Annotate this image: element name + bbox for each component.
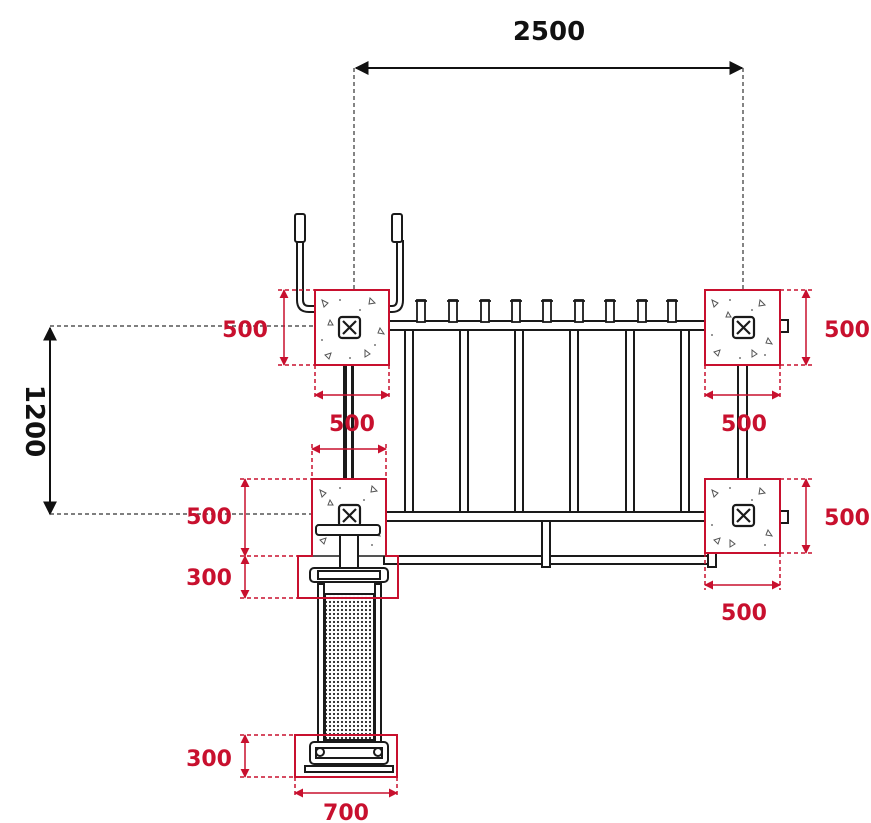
post-caps	[337, 315, 756, 528]
red-dimension-labels: 500 500 500 500 300 500 500 500 500 300 …	[186, 318, 870, 823]
overall-width-dimension: 2500	[353, 17, 744, 322]
red-dimension-lines	[240, 289, 812, 798]
bench-base-height-label: 300	[186, 566, 232, 591]
rack-bars	[404, 329, 690, 513]
overall-width-label: 2500	[513, 17, 585, 47]
left-post-line	[345, 365, 353, 479]
post-cap-top-left	[337, 315, 362, 340]
bottom-right-footing-height-label: 500	[824, 506, 870, 531]
top-right-footing-height-label: 500	[824, 318, 870, 343]
post-cap-top-right	[731, 315, 756, 340]
overall-depth-label: 1200	[19, 385, 49, 457]
post-cap-mid-left	[337, 503, 362, 528]
mid-left-footing-height-label: 500	[186, 505, 232, 530]
bench-end-height-label: 300	[186, 747, 232, 772]
top-left-footing-height-label: 500	[222, 318, 268, 343]
bottom-right-footing-width-label: 500	[721, 601, 767, 626]
top-rail-pegs	[415, 299, 678, 323]
top-right-footing-width-label: 500	[721, 412, 767, 437]
top-left-footing-width-label: 500	[329, 412, 375, 437]
bench	[304, 524, 394, 773]
bench-end-width-label: 700	[323, 801, 369, 823]
footing-outlines	[294, 289, 781, 778]
post-cap-bottom-right	[731, 503, 756, 528]
